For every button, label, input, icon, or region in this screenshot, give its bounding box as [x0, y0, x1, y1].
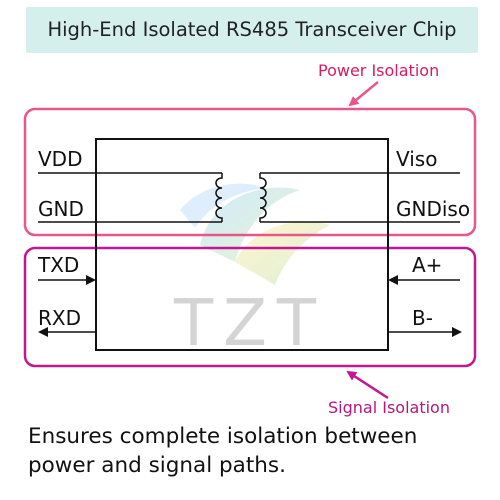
page-title: High-End Isolated RS485 Transceiver Chip	[47, 18, 457, 41]
logo-watermark	[180, 183, 330, 285]
chip-body	[95, 138, 389, 351]
pin-a-plus: A+	[412, 253, 442, 277]
power-isolation-label: Power Isolation	[318, 61, 440, 80]
tzt-watermark: TZT	[173, 287, 326, 361]
power-isolation-arrow-icon	[348, 81, 379, 107]
primary-coil-icon	[215, 173, 223, 222]
pin-gnd: GND	[38, 197, 84, 221]
pin-b-minus: B-	[412, 306, 433, 330]
footer-caption: Ensures complete isolation between power…	[28, 424, 418, 478]
pin-viso: Viso	[396, 147, 437, 171]
pin-txd: TXD	[37, 253, 79, 277]
power-isolation-box	[23, 107, 477, 237]
pin-gndiso: GNDiso	[396, 197, 470, 221]
pin-rxd: RXD	[38, 306, 81, 330]
signal-isolation-box	[23, 246, 477, 368]
signal-isolation-label: Signal Isolation	[328, 398, 450, 417]
title-banner: High-End Isolated RS485 Transceiver Chip	[26, 7, 478, 53]
pin-vdd: VDD	[38, 147, 82, 171]
secondary-coil-icon	[259, 173, 267, 222]
signal-isolation-arrow-icon	[346, 370, 389, 400]
